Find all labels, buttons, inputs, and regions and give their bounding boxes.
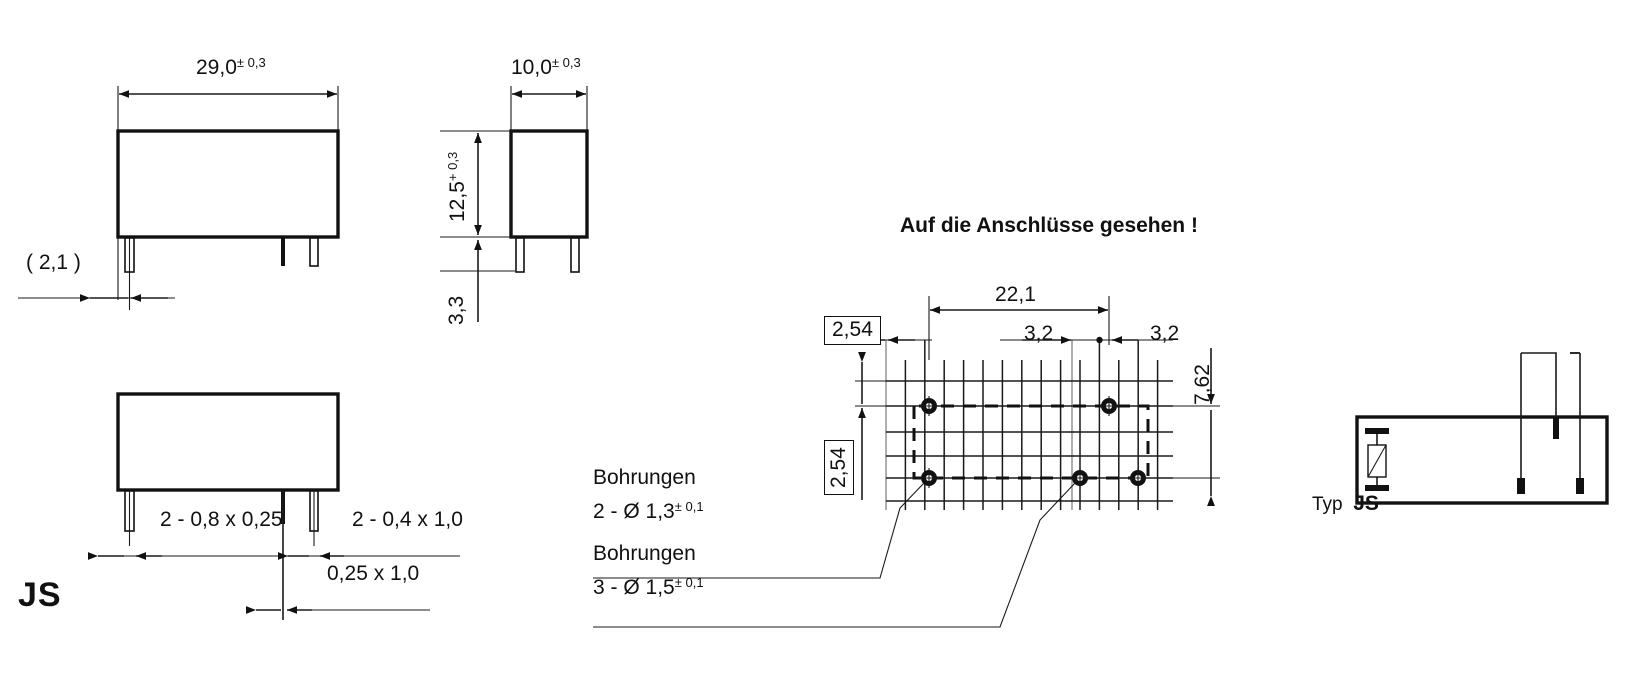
contact-terminal-nc	[1553, 417, 1559, 439]
dim-label-pin-c: 0,25 x 1,0	[327, 562, 420, 585]
dim-label-height-125: 12,5+ 0,3	[445, 151, 470, 222]
dim-label-row-spacing: 7,62	[1191, 364, 1214, 405]
view-schematic-js	[1355, 352, 1609, 505]
view-pin-detail	[88, 392, 460, 620]
dim-label-221: 22,1	[995, 283, 1036, 306]
view-front-elevation	[18, 86, 340, 310]
pin-side-2	[570, 237, 580, 273]
bohrungen-label-1: Bohrungen	[593, 466, 696, 489]
relay-body-side	[509, 129, 589, 239]
dim-label-pin-33: 3,3	[445, 295, 468, 325]
schematic-caption: Typ JS	[1312, 492, 1379, 515]
dim-label-grid-h: 2,54	[824, 316, 881, 345]
part-family-label: JS	[18, 576, 62, 614]
footprint-body-outline	[912, 404, 1150, 480]
pin-front-2	[281, 238, 285, 266]
hole-bottom-right	[1128, 468, 1148, 488]
dim-label-grid-v: 2,54	[824, 440, 854, 495]
contact-armature	[1521, 352, 1557, 392]
footprint-holes	[919, 396, 1148, 488]
hole-bottom-left	[919, 468, 939, 488]
dim-label-pitch-right: 3,2	[1150, 322, 1180, 345]
leader-bohrungen-1	[593, 482, 925, 579]
hole-bottom-mid	[1070, 468, 1090, 488]
leader-bohrungen-2	[593, 482, 1076, 628]
dim-label-pin-offset: ( 2,1 )	[26, 251, 81, 274]
dim-label-width-10: 10,0± 0,3	[511, 55, 581, 80]
contact-terminal-no	[1576, 478, 1584, 494]
relay-body-front	[116, 129, 340, 239]
contact-terminal-common	[1517, 478, 1525, 494]
pin-front-3	[309, 237, 319, 267]
relay-body-bottom	[116, 392, 340, 492]
dim-label-pin-b: 2 - 0,4 x 1,0	[352, 508, 463, 531]
dim-label-width-29: 29,0± 0,3	[196, 55, 266, 80]
footprint-title: Auf die Anschlüsse gesehen !	[900, 214, 1198, 237]
bohrungen-label-2: Bohrungen	[593, 542, 696, 565]
view-pcb-footprint	[593, 296, 1220, 628]
coil-symbol	[1367, 444, 1387, 478]
view-side-elevation	[440, 86, 589, 322]
hole-top-left	[919, 396, 939, 416]
coil-terminal-top	[1365, 428, 1389, 434]
footprint-grid-vertical	[885, 340, 1159, 510]
hole-top-right	[1099, 396, 1119, 416]
dim-label-pitch-left: 3,2	[1024, 322, 1054, 345]
coil-terminal-bottom	[1365, 485, 1389, 491]
pin-side-1	[515, 237, 525, 273]
bohrungen-spec-1: 2 - Ø 1,3± 0,1	[593, 499, 704, 524]
schematic-case	[1355, 415, 1609, 505]
bohrungen-spec-2: 3 - Ø 1,5± 0,1	[593, 575, 704, 600]
dim-label-pin-a: 2 - 0,8 x 0,25	[160, 508, 283, 531]
